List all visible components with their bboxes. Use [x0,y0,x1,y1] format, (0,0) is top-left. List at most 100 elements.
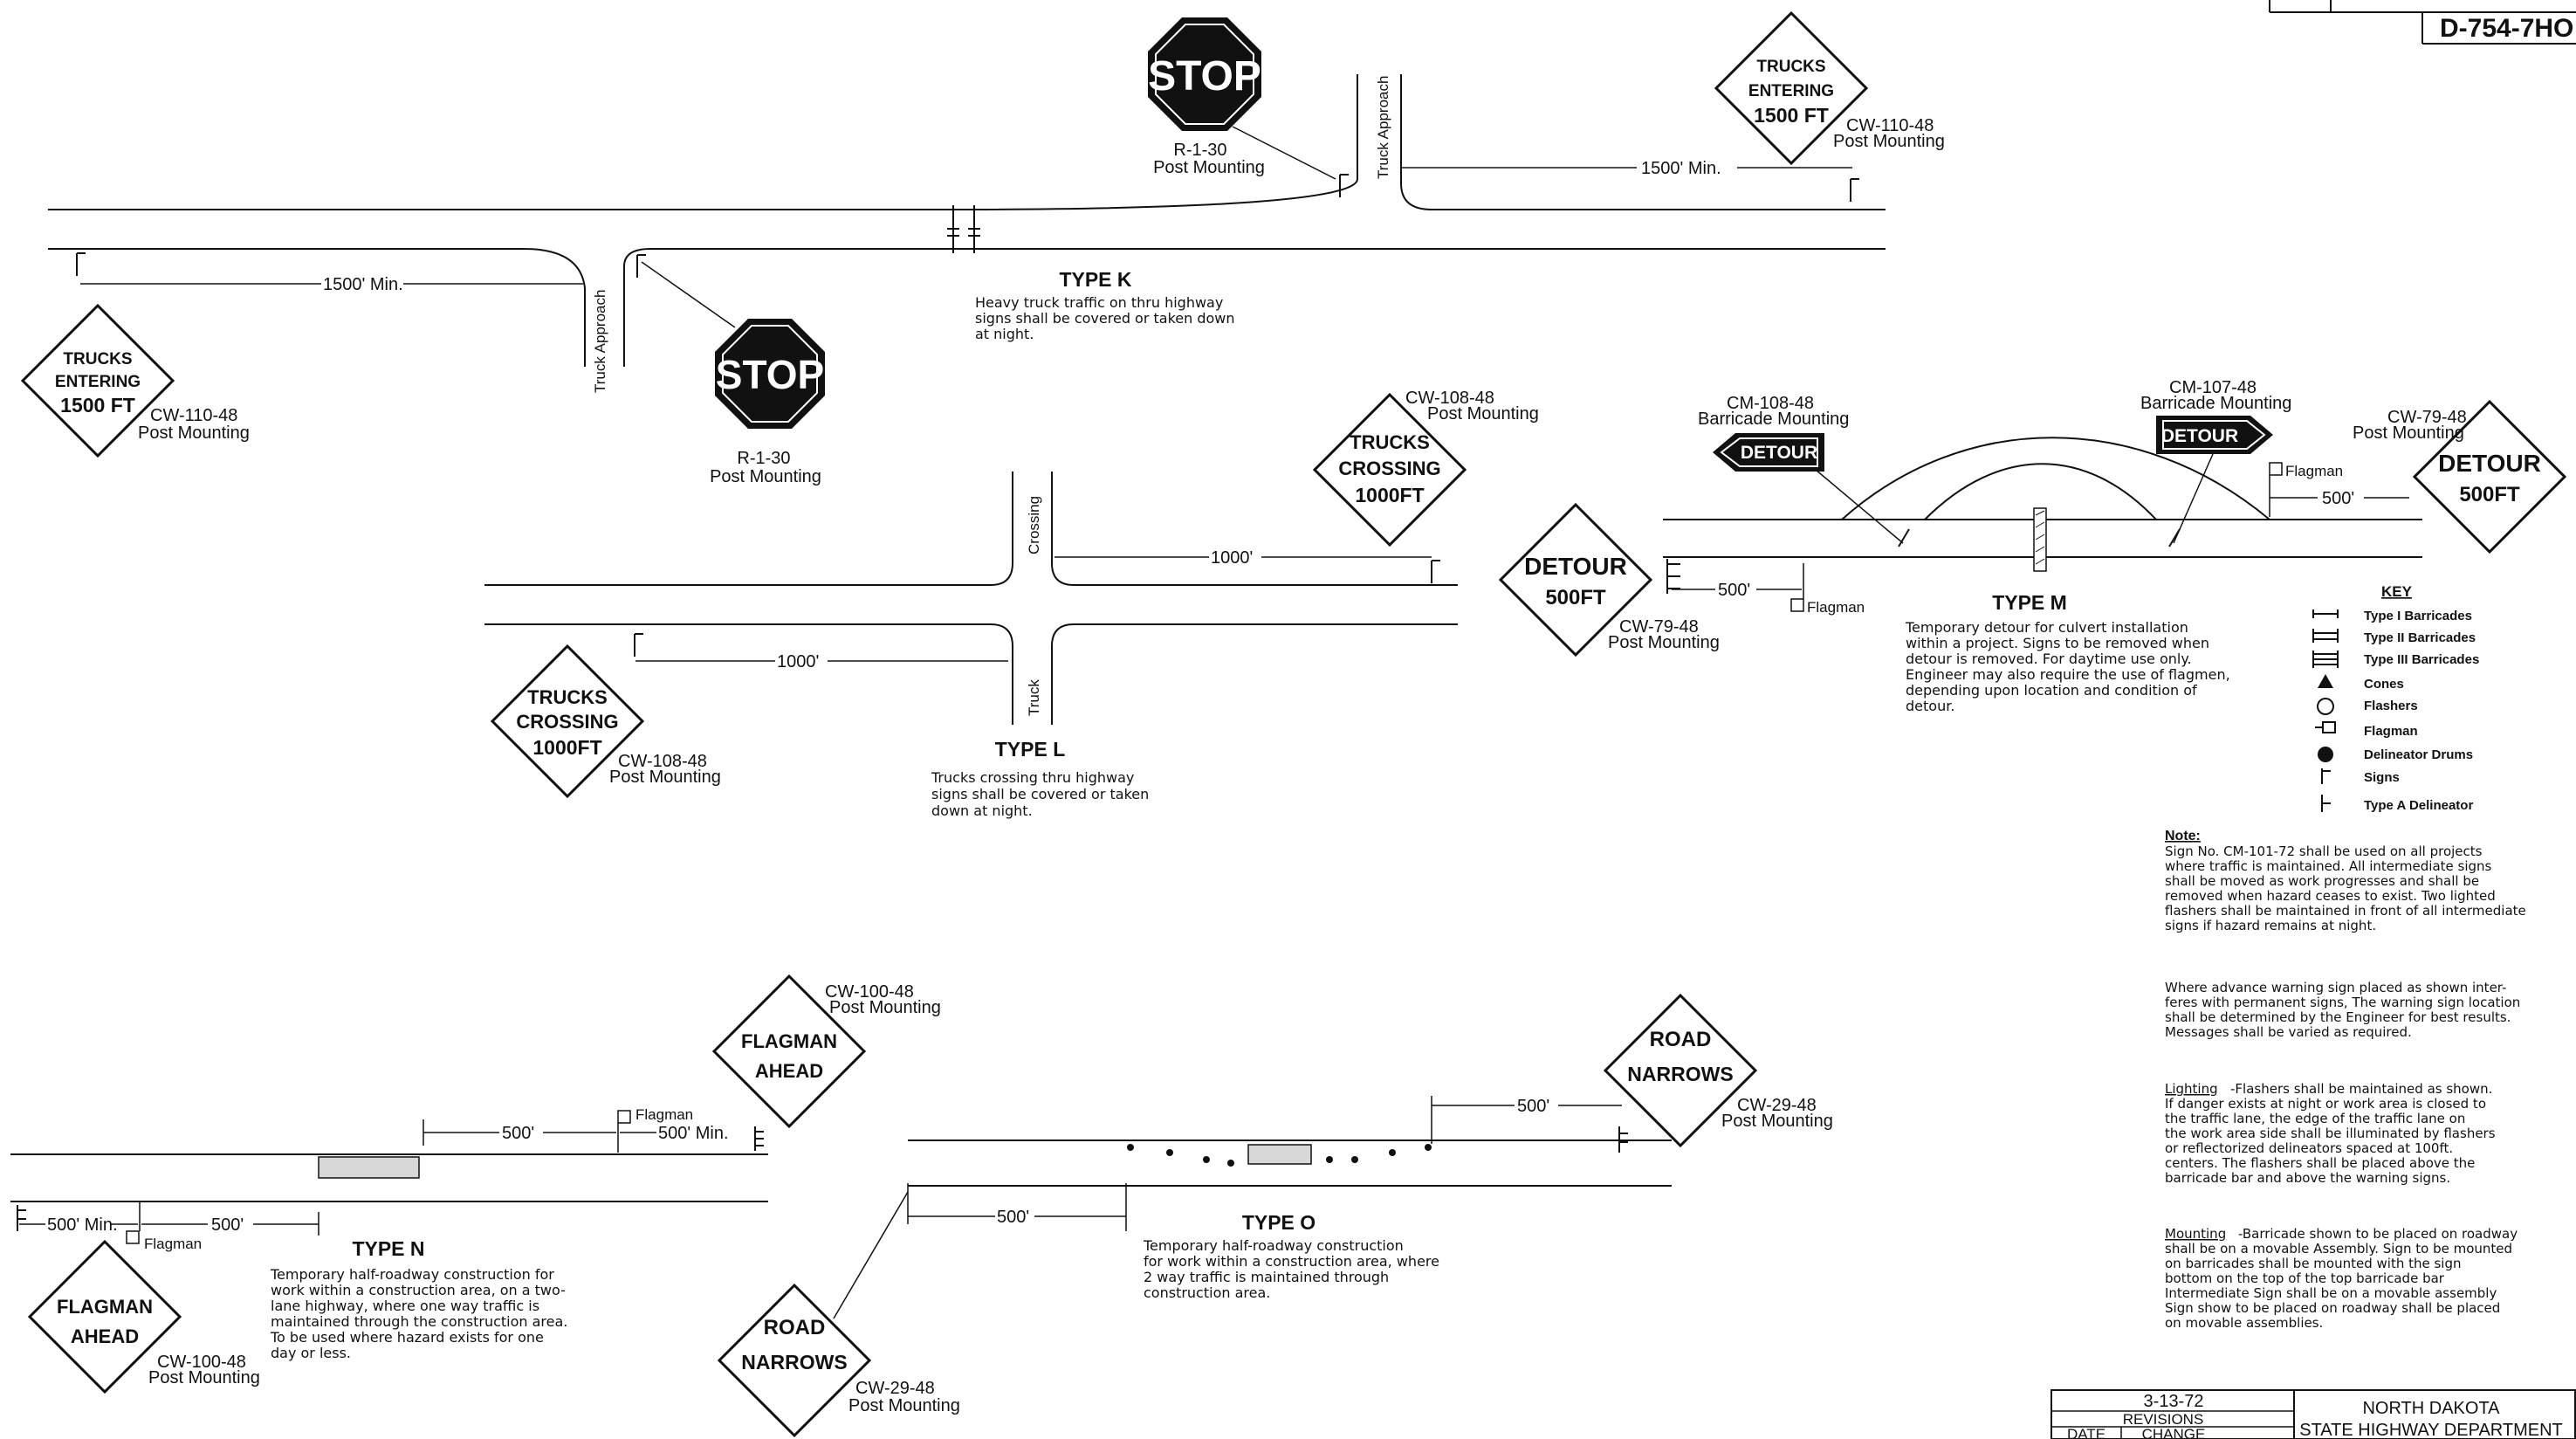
dimension-line: 1500' Min. [80,275,583,294]
truck-approach-label: Truck Approach [1375,76,1391,179]
svg-text:Flashers: Flashers [2364,699,2418,713]
crossing-label: Crossing [1026,496,1042,554]
sign-code: CW-29-48 [855,1379,935,1398]
svg-text:feres with permanent signs, Th: feres with permanent signs, The warning … [2165,995,2520,1010]
delineator-drums [1127,1144,1432,1167]
post-mounting-label: Post Mounting [1608,633,1720,652]
svg-text:TRUCKS: TRUCKS [1756,58,1825,76]
svg-text:shall be moved as work progres: shall be moved as work progresses and sh… [2165,873,2479,889]
svg-text:NARROWS: NARROWS [741,1351,847,1374]
note-label: Note: [2165,829,2201,843]
post-mounting-label: Post Mounting [1153,158,1265,177]
type-l-diagram: Crossing Truck TRUCKS CROSSING 1000FT CW… [484,389,1539,819]
trucks-entering-sign: TRUCKS ENTERING 1500 FT [1714,10,1869,166]
svg-text:1000FT: 1000FT [532,736,601,759]
sign-code: CW-108-48 [618,752,707,771]
sign-code: CW-79-48 [2387,408,2467,427]
svg-text:FLAGMAN: FLAGMAN [57,1296,153,1318]
dimension-text: 1500' Min. [1641,159,1721,178]
dimension-text: 500' [211,1215,244,1235]
truck-label: Truck [1026,679,1042,716]
svg-text:at night.: at night. [975,326,1034,342]
svg-text:DETOUR: DETOUR [2438,450,2541,477]
detour-500ft-sign: DETOUR 500FT [2412,399,2567,554]
dimension-text: 500' Min. [47,1215,118,1235]
svg-text:shall be determined by the Eng: shall be determined by the Engineer for … [2165,1009,2511,1025]
dimension-line: 1000' [635,652,1008,671]
type-o-title: TYPE O [1242,1211,1315,1234]
trucks-crossing-sign: TRUCKS CROSSING 1000FT [490,644,645,799]
svg-text:day or less.: day or less. [271,1345,351,1361]
key-title: KEY [2381,583,2413,600]
flagman-label: Flagman [2285,463,2343,479]
type-n-title: TYPE N [352,1237,424,1260]
svg-text:1500 FT: 1500 FT [60,394,135,417]
svg-text:Temporary half-roadway constru: Temporary half-roadway construction [1143,1237,1404,1254]
svg-text:FLAGMAN: FLAGMAN [741,1030,837,1052]
svg-text:Temporary half-roadway constru: Temporary half-roadway construction for [270,1266,554,1283]
svg-text:Heavy truck traffic on thru hi: Heavy truck traffic on thru highway [975,294,1223,311]
type-m-diagram: DETOUR CM-108-48 Barricade Mounting DETO… [1498,378,2567,714]
svg-text:CROSSING: CROSSING [1338,458,1440,479]
stop-sign-text: STOP [1148,53,1261,100]
sign-code: R-1-30 [737,449,790,468]
dimension-text: 500' Min. [658,1124,729,1143]
culvert [2033,507,2047,572]
sign-code: CW-100-48 [157,1353,246,1372]
legend-key: KEY Type I Barricades Type II Barricades… [2312,583,2479,813]
svg-text:To be used where hazard exists: To be used where hazard exists for one [270,1329,544,1346]
flagman-label: Flagman [635,1106,693,1123]
svg-text:shall be on a movable Assembly: shall be on a movable Assembly. Sign to … [2165,1241,2512,1257]
svg-text:bottom on the top of the top b: bottom on the top of the top barricade b… [2165,1270,2445,1286]
svg-text:down at night.: down at night. [931,802,1033,819]
svg-text:on movable assemblies.: on movable assemblies. [2165,1315,2323,1331]
svg-text:Messages shall be varied as re: Messages shall be varied as required. [2165,1024,2412,1040]
general-notes: Note: Sign No. CM-101-72 shall be used o… [2165,829,2526,1331]
flagman-label: Flagman [144,1236,202,1252]
svg-text:2 way traffic is maintained th: 2 way traffic is maintained through [1144,1269,1389,1285]
svg-text:NARROWS: NARROWS [1627,1063,1733,1085]
department-name: STATE HIGHWAY DEPARTMENT [2299,1421,2563,1439]
dimension-line: 500' [2270,489,2409,508]
dimension-text: 500' [1517,1097,1549,1116]
svg-text:the traffic lane, the edge of: the traffic lane, the edge of the traffi… [2165,1111,2465,1126]
dimension-line: 1000' [1054,548,1432,568]
svg-text:flashers shall be maintained i: flashers shall be maintained in front of… [2165,903,2526,919]
svg-text:maintained through the constru: maintained through the construction area… [271,1313,567,1330]
date-column-label: DATE [2067,1426,2105,1439]
post-mounting-label: Post Mounting [1721,1112,1833,1131]
dimension-text: 1000' [1211,548,1253,568]
drawing-number-block: D-754-7HO [2269,0,2576,45]
sign-code: CW-110-48 [150,406,237,425]
svg-text:detour.: detour. [1906,698,1954,714]
svg-text:1000FT: 1000FT [1355,484,1424,506]
svg-text:ENTERING: ENTERING [55,373,141,391]
dimension-text: 500' [2322,489,2354,508]
svg-text:the work area side shall be il: the work area side shall be illuminated … [2165,1126,2496,1141]
work-area [318,1156,420,1179]
dimension-line: 500' Min. 500' [19,1212,319,1236]
dimension-line: 500' [1672,581,1802,600]
type-o-diagram: ROAD NARROWS CW-29-48 Post Mounting 500'… [717,993,1833,1438]
post-mounting-label: Post Mounting [1833,132,1945,151]
post-mounting-label: Post Mounting [710,467,821,486]
dimension-line: 500' 500' Min. [422,1119,729,1146]
barricade-mounting-label: Barricade Mounting [1698,410,1849,429]
dimension-line: 500' [907,1183,1127,1231]
svg-text:Type III Barricades: Type III Barricades [2364,652,2479,667]
svg-text:-Flashers shall be maintained: -Flashers shall be maintained as shown. [2230,1081,2492,1097]
svg-text:construction area.: construction area. [1144,1284,1270,1301]
svg-text:ROAD: ROAD [1650,1028,1712,1051]
svg-text:If danger exists at night or w: If danger exists at night or work area i… [2165,1096,2486,1112]
post-mounting-label: Post Mounting [848,1396,960,1415]
state-name: NORTH DAKOTA [2362,1399,2500,1418]
svg-text:within a project. Signs to be: within a project. Signs to be removed wh… [1906,635,2209,651]
svg-text:where traffic is maintained. A: where traffic is maintained. All interme… [2165,858,2492,874]
type-n-diagram: FLAGMAN AHEAD CW-100-48 Post Mounting Fl… [10,974,941,1394]
detour-arrow-left: DETOUR [1713,433,1824,472]
svg-text:Cones: Cones [2364,677,2404,692]
svg-text:for work within a construction: for work within a construction area, whe… [1144,1253,1439,1270]
svg-text:DETOUR: DETOUR [1524,553,1627,580]
stop-sign: STOP [1148,17,1261,131]
svg-text:Sign No. CM-101-72 shall be us: Sign No. CM-101-72 shall be used on all … [2165,843,2483,859]
